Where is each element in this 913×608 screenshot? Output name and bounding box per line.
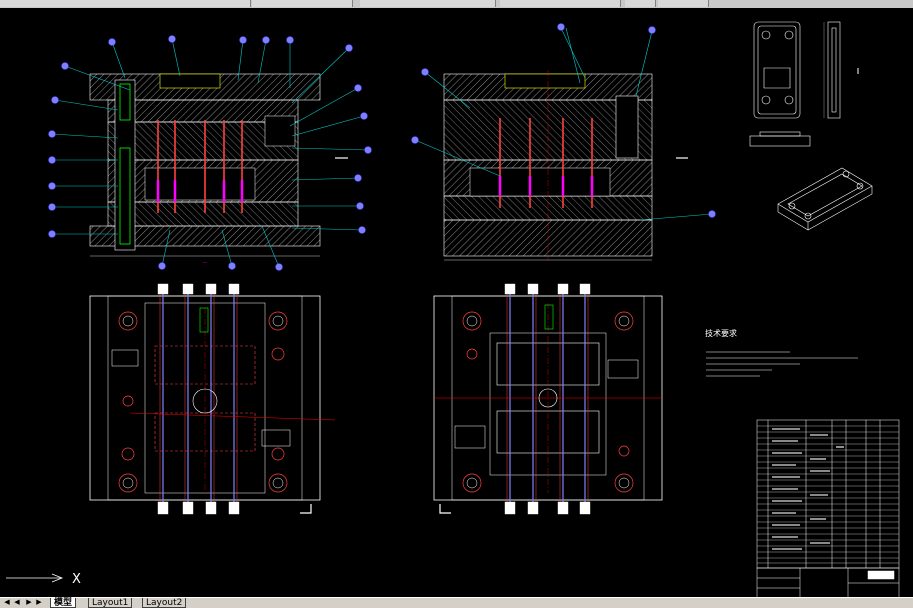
right-leaders — [414, 27, 713, 221]
next-tab-icon[interactable]: ▶ — [26, 598, 32, 606]
drawing-canvas[interactable]: — — [0, 8, 913, 598]
first-tab-icon[interactable]: ◀ — [4, 598, 10, 606]
left-leaders — [51, 38, 369, 268]
parts-list-text-marks — [772, 428, 844, 550]
tech-notes-title: 技术要求 — [705, 328, 737, 338]
left-plan-view — [89, 283, 336, 515]
prev-tab-icon[interactable]: ◀ — [14, 598, 20, 606]
toolbar-segment[interactable] — [658, 0, 709, 7]
part-detail-views — [749, 21, 873, 231]
toolbar-segment[interactable] — [252, 0, 353, 7]
parts-list-rows — [757, 425, 899, 564]
ucs-icon: X — [6, 572, 81, 587]
toolbar-segment[interactable] — [360, 0, 496, 7]
parts-list-table — [756, 419, 900, 569]
right-section-view — [443, 70, 688, 261]
toolbar-segment[interactable] — [500, 0, 621, 7]
ucs-x-label: X — [72, 572, 81, 587]
title-block — [756, 567, 900, 598]
toolbar-segment[interactable] — [625, 0, 656, 7]
toolbar-segment[interactable] — [0, 0, 251, 7]
svg-text:—: — — [203, 260, 207, 265]
layout-tab-bar: ◀ ◀ ▶ ▶ 模型 Layout1 Layout2 — [0, 597, 913, 608]
right-balloons — [411, 23, 716, 218]
toolbar-strip — [0, 0, 913, 8]
left-balloons — [48, 35, 372, 271]
right-plan-view — [433, 283, 663, 515]
left-section-view: — — [89, 73, 348, 265]
technical-requirements: 技术要求 — [705, 328, 858, 377]
last-tab-icon[interactable]: ▶ — [36, 598, 42, 606]
